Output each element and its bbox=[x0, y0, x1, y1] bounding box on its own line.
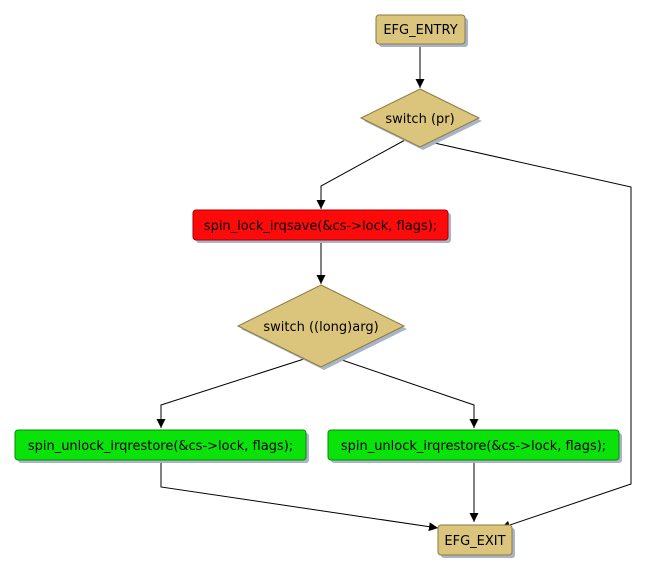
entry-node-label: EFG_ENTRY bbox=[383, 23, 457, 38]
edge-switch-pr-to-exit bbox=[429, 141, 632, 530]
edge-unlock-left-to-exit bbox=[160, 461, 439, 532]
edge-switch-arg-to-unlock-left bbox=[156, 358, 305, 428]
edges bbox=[156, 46, 632, 532]
unlock-left-node: spin_unlock_irqrestore(&cs->lock, flags)… bbox=[14, 429, 309, 463]
exit-node-box bbox=[437, 524, 513, 556]
switch-pr-decision-shape bbox=[359, 88, 481, 148]
unlock-left-node-box bbox=[14, 429, 307, 461]
unlock-left-node-label: spin_unlock_irqrestore(&cs->lock, flags)… bbox=[28, 439, 293, 454]
switch-arg-decision-label: switch ((long)arg) bbox=[263, 320, 378, 335]
unlock-right-node: spin_unlock_irqrestore(&cs->lock, flags)… bbox=[327, 429, 622, 463]
switch-pr-decision-label: switch (pr) bbox=[385, 112, 454, 127]
lock-node: spin_lock_irqsave(&cs->lock, flags); bbox=[192, 209, 451, 243]
lock-node-label: spin_lock_irqsave(&cs->lock, flags); bbox=[204, 219, 437, 234]
switch-arg-decision: switch ((long)arg) bbox=[236, 284, 407, 370]
switch-pr-decision: switch (pr) bbox=[359, 88, 482, 150]
exit-node-label: EFG_EXIT bbox=[444, 534, 505, 549]
entry-node-box bbox=[375, 14, 466, 45]
edge-switch-pr-to-lock bbox=[316, 139, 406, 209]
entry-node: EFG_ENTRY bbox=[375, 14, 468, 47]
switch-arg-decision-shape bbox=[236, 284, 406, 368]
exit-node: EFG_EXIT bbox=[437, 524, 515, 558]
unlock-right-node-label: spin_unlock_irqrestore(&cs->lock, flags)… bbox=[341, 439, 606, 454]
lock-node-box bbox=[192, 209, 449, 241]
unlock-right-node-box bbox=[327, 429, 620, 461]
edge-switch-arg-to-unlock-right bbox=[338, 358, 479, 428]
